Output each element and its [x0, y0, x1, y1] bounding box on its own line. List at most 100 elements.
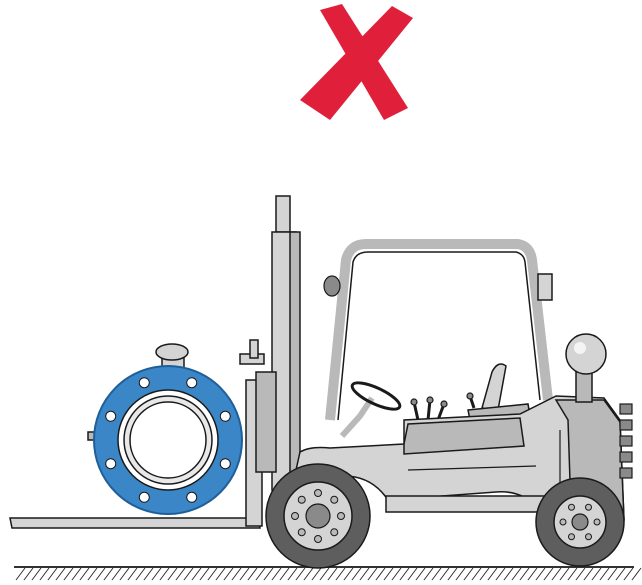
ground-hatch-line: [40, 568, 49, 580]
ground-hatch: [16, 568, 641, 580]
front-wheel-bolt: [331, 496, 338, 503]
ground-hatch-line: [176, 568, 185, 580]
ground-hatch-line: [272, 568, 281, 580]
ground-hatch-line: [240, 568, 249, 580]
load-backrest-post: [250, 340, 258, 358]
flange-bolt-hole: [106, 459, 116, 469]
flange-bolt-hole: [220, 411, 230, 421]
ground-hatch-line: [304, 568, 313, 580]
ground-hatch-line: [600, 568, 609, 580]
ground-hatch-line: [544, 568, 553, 580]
ground-hatch-line: [200, 568, 209, 580]
control-levers: [411, 393, 474, 420]
ground-hatch-line: [464, 568, 473, 580]
ground-hatch-line: [248, 568, 257, 580]
rear-wheel-bolt: [560, 519, 566, 525]
ground-hatch-line: [112, 568, 121, 580]
steering-column: [342, 398, 372, 436]
ground-hatch-line: [552, 568, 561, 580]
red-x-icon: [300, 4, 413, 120]
ground-hatch-line: [448, 568, 457, 580]
ground-hatch-line: [104, 568, 113, 580]
ground-hatch-line: [480, 568, 489, 580]
carriage: [256, 372, 276, 472]
ground-hatch-line: [504, 568, 513, 580]
rear-hub: [572, 514, 588, 530]
ground-hatch-line: [192, 568, 201, 580]
ground-hatch-line: [400, 568, 409, 580]
ground-hatch-line: [16, 568, 25, 580]
ground-hatch-line: [296, 568, 305, 580]
ground-hatch-line: [88, 568, 97, 580]
ground-hatch-line: [64, 568, 73, 580]
front-wheel: [266, 464, 370, 568]
front-wheel-bolt: [338, 513, 345, 520]
ground-hatch-line: [328, 568, 337, 580]
ground-hatch-line: [456, 568, 465, 580]
ground-hatch-line: [288, 568, 297, 580]
rear-wheel-bolt: [569, 534, 575, 540]
ground-hatch-line: [616, 568, 625, 580]
meter-head: [156, 344, 188, 360]
ground-hatch-line: [280, 568, 289, 580]
steering-wheel: [342, 378, 403, 436]
lpg-cylinder: [566, 334, 606, 374]
ground-hatch-line: [376, 568, 385, 580]
ground-hatch-line: [24, 568, 33, 580]
ground-hatch-line: [584, 568, 593, 580]
ground-hatch-line: [632, 568, 641, 580]
ground-hatch-line: [96, 568, 105, 580]
ground: [14, 567, 641, 580]
rear-wheel-bolt: [569, 504, 575, 510]
ground-hatch-line: [528, 568, 537, 580]
ground-hatch-line: [168, 568, 177, 580]
ground-hatch-line: [472, 568, 481, 580]
front-wheel-bolt: [315, 536, 322, 543]
ground-hatch-line: [592, 568, 601, 580]
ground-hatch-line: [520, 568, 529, 580]
ground-hatch-line: [560, 568, 569, 580]
ground-hatch-line: [536, 568, 545, 580]
rear-wheel: [536, 478, 624, 566]
ground-hatch-line: [416, 568, 425, 580]
ground-hatch-line: [256, 568, 265, 580]
ground-hatch-line: [568, 568, 577, 580]
rear-wheel-bolt: [586, 534, 592, 540]
guard-bracket: [538, 274, 552, 300]
mast-top-extension: [276, 196, 290, 232]
front-wheel-bolt: [315, 490, 322, 497]
ground-hatch-line: [72, 568, 81, 580]
rear-wheel-bolt: [594, 519, 600, 525]
flange-bolt-hole: [139, 492, 149, 502]
ground-hatch-line: [160, 568, 169, 580]
flange-bolt-hole: [187, 378, 197, 388]
step-plate: [386, 496, 546, 512]
flange-bolt-hole: [139, 378, 149, 388]
ground-hatch-line: [312, 568, 321, 580]
ground-hatch-line: [320, 568, 329, 580]
work-light: [324, 276, 340, 296]
ground-hatch-line: [224, 568, 233, 580]
seat-back: [482, 364, 506, 410]
ground-hatch-line: [216, 568, 225, 580]
ground-hatch-line: [128, 568, 137, 580]
ground-hatch-line: [488, 568, 497, 580]
ground-hatch-line: [624, 568, 633, 580]
flange-bolt-hole: [187, 492, 197, 502]
ground-hatch-line: [408, 568, 417, 580]
ground-hatch-line: [184, 568, 193, 580]
rear-wheel-bolt: [586, 504, 592, 510]
ground-hatch-line: [152, 568, 161, 580]
ground-hatch-line: [432, 568, 441, 580]
ground-hatch-line: [384, 568, 393, 580]
front-wheel-bolt: [298, 529, 305, 536]
ground-hatch-line: [120, 568, 129, 580]
ground-hatch-line: [344, 568, 353, 580]
steering-rim: [349, 378, 403, 414]
flange-bolt-hole: [106, 411, 116, 421]
ground-hatch-line: [440, 568, 449, 580]
operator-seat: [411, 364, 530, 420]
ground-hatch-line: [496, 568, 505, 580]
